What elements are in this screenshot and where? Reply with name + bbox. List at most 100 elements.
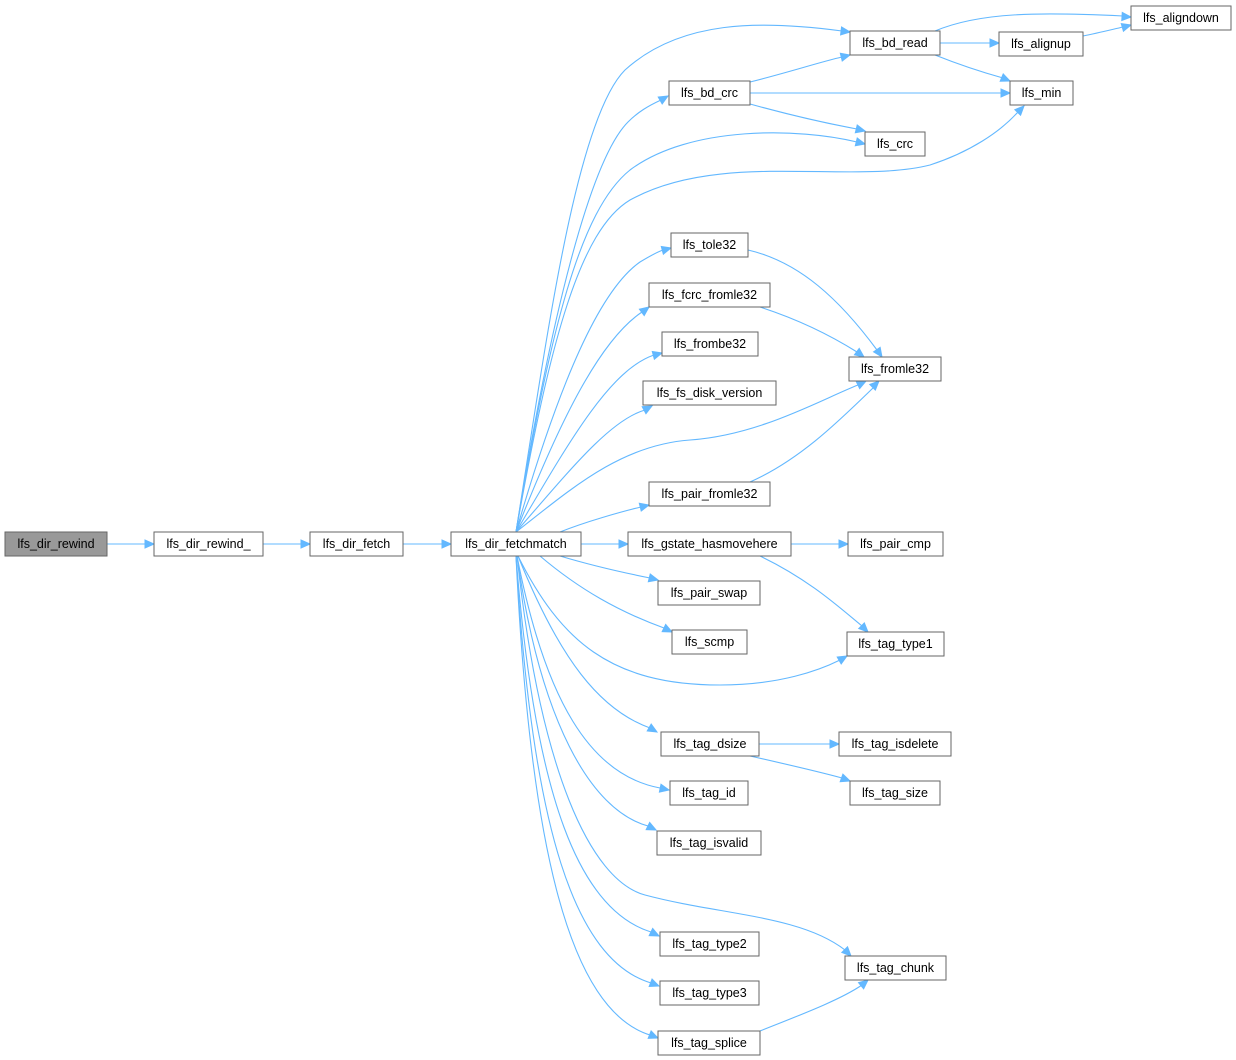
edge-arrowhead (646, 723, 659, 733)
node-label: lfs_tag_type2 (672, 937, 746, 951)
edge-arrowhead (638, 306, 650, 317)
edge-line (516, 555, 661, 789)
node-lfs-tag-type1[interactable]: lfs_tag_type1 (846, 631, 945, 657)
edge-line (747, 249, 878, 351)
node-lfs-pair-cmp[interactable]: lfs_pair_cmp (847, 531, 944, 557)
edge-line (539, 555, 665, 629)
node-lfs-tag-dsize[interactable]: lfs_tag_dsize (660, 731, 760, 757)
edge-lfs-dir-fetchmatch-to-lfs-pair-fromle32 (559, 502, 651, 533)
node-lfs-tag-isdelete[interactable]: lfs_tag_isdelete (838, 731, 952, 757)
node-label: lfs_pair_cmp (860, 537, 931, 551)
edge-lfs-dir-fetch-to-lfs-dir-fetchmatch (403, 539, 453, 549)
edge-arrowhead (839, 52, 852, 62)
node-lfs-fcrc-fromle32[interactable]: lfs_fcrc_fromle32 (648, 282, 771, 308)
edge-line (517, 555, 651, 729)
node-label: lfs_bd_crc (681, 86, 738, 100)
edge-lfs-bd-crc-to-lfs-min (750, 88, 1012, 98)
node-label: lfs_fcrc_fromle32 (662, 288, 757, 302)
edge-lfs-dir-fetchmatch-to-lfs-gstate-hasmovehere (581, 539, 630, 549)
edge-arrowhead (660, 245, 673, 256)
edge-arrowhead (1000, 88, 1012, 98)
node-lfs-gstate-hasmovehere[interactable]: lfs_gstate_hasmovehere (627, 531, 792, 557)
edge-arrowhead (661, 623, 674, 633)
node-lfs-tag-chunk[interactable]: lfs_tag_chunk (844, 955, 947, 981)
node-lfs-dir-fetch[interactable]: lfs_dir_fetch (309, 531, 404, 557)
edge-line (515, 555, 651, 1036)
edge-arrowhead (648, 978, 661, 988)
edge-lfs-dir-fetchmatch-to-lfs-min (515, 105, 1025, 533)
node-lfs-dir-fetchmatch[interactable]: lfs_dir_fetchmatch (450, 531, 582, 557)
node-lfs-alignup[interactable]: lfs_alignup (998, 31, 1084, 57)
edge-arrowhead (651, 350, 664, 361)
node-label: lfs_crc (877, 137, 913, 151)
edge-lfs-dir-rewind-to-lfs-dir-rewind- (107, 539, 156, 549)
edge-arrowhead (658, 783, 671, 793)
edge-line (1082, 26, 1124, 37)
edge-arrowhead (645, 821, 658, 831)
edge-lfs-gstate-hasmovehere-to-lfs-pair-cmp (791, 539, 850, 549)
node-lfs-dir-rewind-[interactable]: lfs_dir_rewind_ (153, 531, 264, 557)
edge-line (516, 555, 846, 951)
node-lfs-tag-splice[interactable]: lfs_tag_splice (657, 1030, 761, 1056)
node-lfs-tag-size[interactable]: lfs_tag_size (849, 780, 941, 806)
node-lfs-pair-swap[interactable]: lfs_pair_swap (657, 580, 761, 606)
node-label: lfs_tag_chunk (857, 961, 935, 975)
edge-line (517, 555, 841, 686)
edge-lfs-pair-fromle32-to-lfs-fromle32 (749, 380, 880, 483)
edge-arrowhead (839, 773, 852, 783)
edge-arrowhead (855, 380, 868, 390)
edge-arrowhead (857, 621, 869, 633)
edge-arrowhead (857, 979, 869, 990)
edge-arrowhead (840, 945, 852, 957)
edge-lfs-dir-fetchmatch-to-lfs-scmp (539, 555, 674, 633)
node-lfs-dir-rewind: lfs_dir_rewind (4, 531, 108, 557)
edge-lfs-bd-read-to-lfs-alignup (940, 38, 1001, 48)
edge-arrowhead (868, 380, 880, 392)
node-label: lfs_tag_id (682, 786, 736, 800)
edge-lfs-dir-fetchmatch-to-lfs-pair-swap (559, 555, 660, 583)
node-label: lfs_dir_rewind (17, 537, 94, 551)
node-lfs-crc[interactable]: lfs_crc (864, 131, 926, 157)
edge-arrowhead (647, 1030, 660, 1039)
node-lfs-bd-crc[interactable]: lfs_bd_crc (668, 80, 751, 106)
node-lfs-min[interactable]: lfs_min (1009, 80, 1074, 106)
edge-arrowhead (1013, 105, 1025, 117)
node-lfs-fromle32[interactable]: lfs_fromle32 (848, 356, 942, 382)
node-label: lfs_tag_isvalid (670, 836, 749, 850)
node-label: lfs_fs_disk_version (657, 386, 763, 400)
node-lfs-tag-id[interactable]: lfs_tag_id (669, 780, 749, 806)
node-lfs-aligndown[interactable]: lfs_aligndown (1130, 5, 1232, 31)
edge-line (515, 354, 655, 533)
node-lfs-tole32[interactable]: lfs_tole32 (670, 232, 749, 258)
node-lfs-scmp[interactable]: lfs_scmp (671, 629, 748, 655)
call-edges (107, 11, 1133, 1039)
node-lfs-tag-type3[interactable]: lfs_tag_type3 (659, 980, 760, 1006)
edge-lfs-tag-splice-to-lfs-tag-chunk (759, 979, 869, 1032)
node-label: lfs_pair_fromle32 (662, 487, 758, 501)
edge-lfs-tole32-to-lfs-fromle32 (747, 249, 883, 359)
edge-lfs-dir-fetchmatch-to-lfs-frombe32 (515, 350, 664, 533)
edge-lfs-dir-fetchmatch-to-lfs-tag-type3 (515, 555, 661, 988)
edge-arrowhead (638, 502, 651, 512)
node-label: lfs_fromle32 (861, 362, 929, 376)
node-lfs-pair-fromle32[interactable]: lfs_pair_fromle32 (648, 481, 771, 507)
edge-lfs-bd-read-to-lfs-min (934, 54, 1012, 82)
node-lfs-bd-read[interactable]: lfs_bd_read (849, 30, 941, 56)
node-label: lfs_aligndown (1143, 11, 1219, 25)
edge-arrowhead (838, 539, 850, 549)
edge-line (934, 54, 1004, 79)
edge-line (749, 103, 858, 130)
node-label: lfs_tag_dsize (674, 737, 747, 751)
edge-lfs-tag-dsize-to-lfs-tag-isdelete (759, 739, 841, 749)
node-lfs-frombe32[interactable]: lfs_frombe32 (661, 331, 759, 357)
edge-arrowhead (647, 573, 660, 583)
edge-line (515, 555, 652, 984)
edge-arrowhead (648, 927, 661, 937)
edge-lfs-dir-fetchmatch-to-lfs-tag-type1 (517, 555, 849, 686)
node-lfs-fs-disk-version[interactable]: lfs_fs_disk_version (642, 380, 777, 406)
node-lfs-tag-isvalid[interactable]: lfs_tag_isvalid (656, 830, 762, 856)
node-lfs-tag-type2[interactable]: lfs_tag_type2 (659, 931, 760, 957)
node-label: lfs_tag_splice (671, 1036, 747, 1050)
edge-line (749, 755, 843, 779)
edge-line (515, 132, 858, 533)
